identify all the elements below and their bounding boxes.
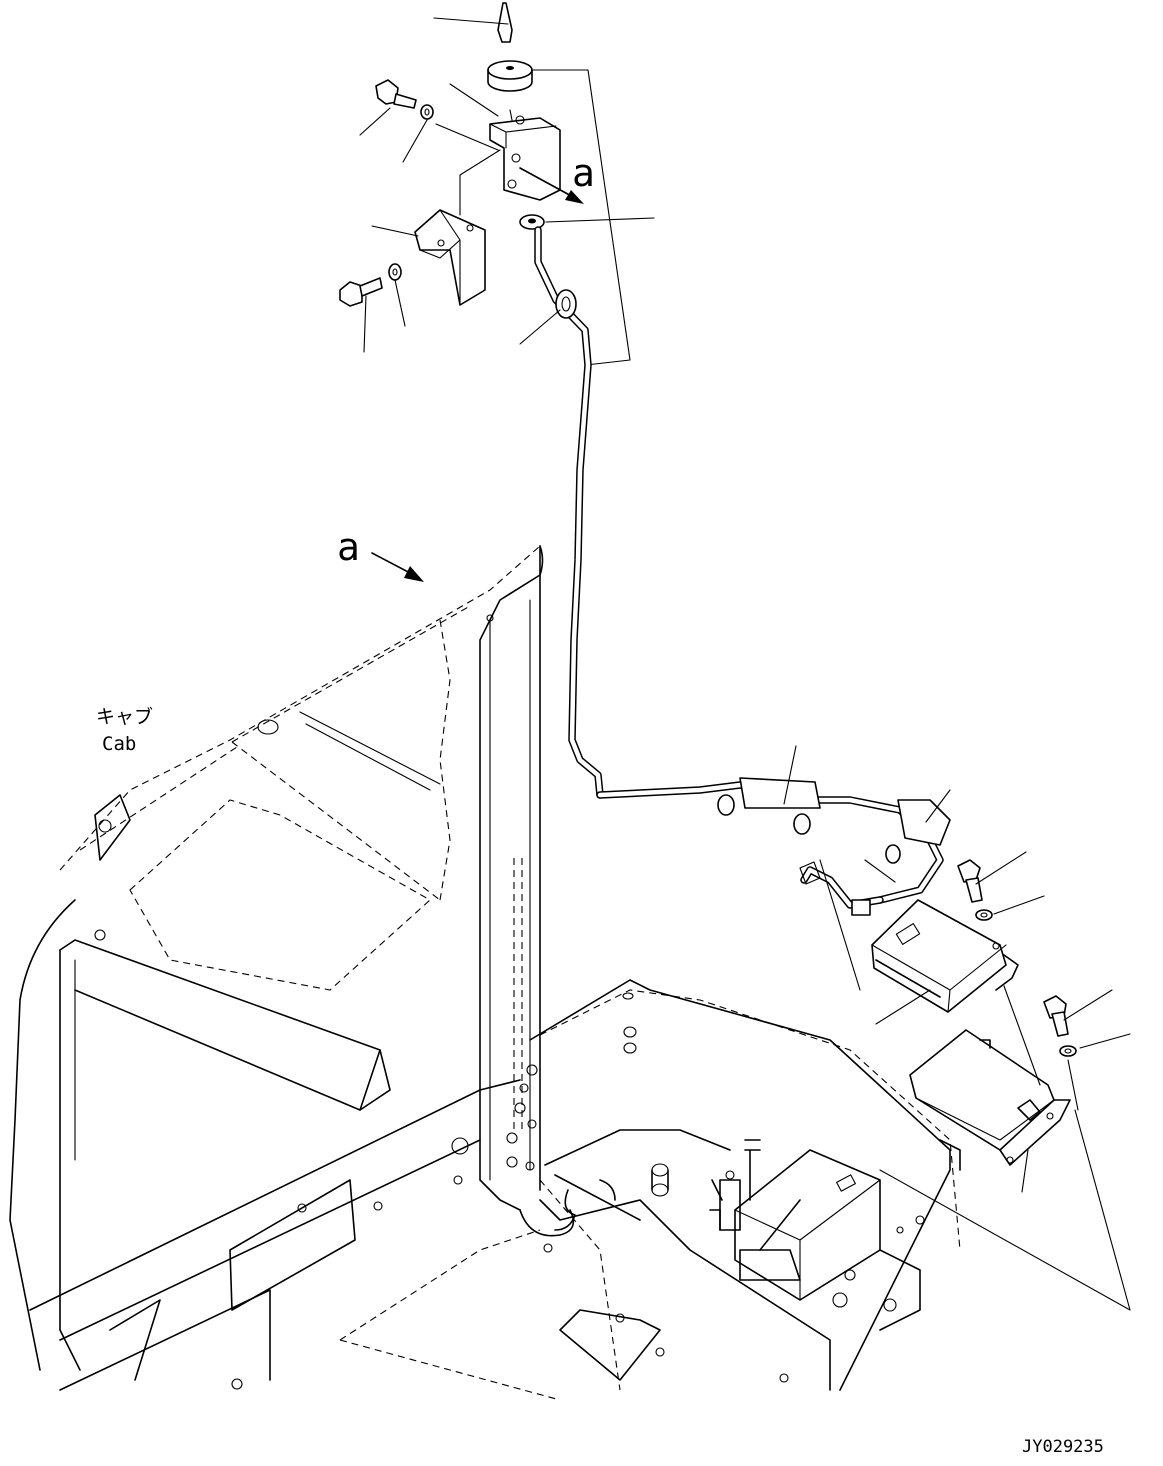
washer-icon — [420, 104, 434, 120]
controller-icon — [871, 899, 1019, 1013]
antenna-rod — [497, 2, 513, 43]
lower-bracket — [414, 209, 486, 306]
cab-label-jp: キャブ — [96, 705, 153, 728]
harness-tag — [739, 777, 821, 809]
view-marker-top: a — [572, 151, 595, 195]
antenna-cap-icon — [487, 60, 533, 92]
cab-structure: a キャブ Cab — [9, 525, 1131, 1401]
antenna-bracket — [489, 117, 561, 201]
bolt-icon — [375, 79, 417, 109]
antenna-assembly: a — [339, 2, 655, 799]
controller-mounted — [709, 1139, 921, 1331]
harness-assembly — [596, 745, 1131, 1193]
view-marker-cab: a — [337, 525, 360, 569]
view-arrow-cab — [371, 552, 413, 575]
drawing-number: JY029235 — [1022, 1437, 1104, 1457]
washer-icon — [1059, 1045, 1077, 1057]
washer-icon — [388, 263, 402, 281]
washer-icon — [975, 909, 993, 921]
controller-bracket — [909, 1029, 1071, 1166]
bolt-icon — [957, 859, 983, 903]
cab-label-en: Cab — [102, 733, 136, 755]
bolt-icon — [339, 277, 383, 307]
bolt-icon — [1043, 995, 1069, 1037]
view-arrow-top — [519, 167, 576, 199]
grommet-icon — [519, 214, 545, 230]
harness-tag — [897, 799, 951, 846]
